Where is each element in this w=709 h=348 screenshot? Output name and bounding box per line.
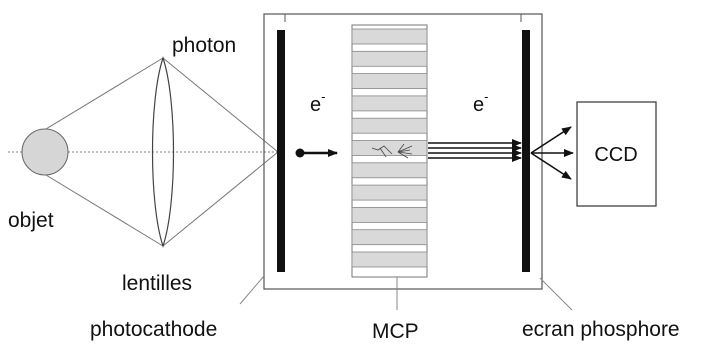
- electron-label-right: e-: [473, 89, 488, 116]
- mcp-channel: [351, 117, 428, 134]
- lentilles-label: lentilles: [122, 272, 192, 295]
- photocathode-leader: [239, 275, 265, 305]
- ray-upper-in: [45, 57, 164, 130]
- photocathode-label: photocathode: [90, 318, 217, 341]
- mcp-channel: [351, 184, 428, 201]
- ray-upper-out: [162, 57, 279, 153]
- fanout-arrow: [530, 152, 572, 180]
- mcp-channel: [351, 95, 428, 112]
- mcp-channel: [351, 162, 428, 179]
- fanout-arrow: [530, 126, 572, 154]
- mcp-channel: [351, 73, 428, 89]
- ccd-label: CCD: [594, 144, 637, 166]
- mcp-channel: [351, 140, 428, 156]
- mcp-channel: [351, 28, 428, 45]
- ecran-leader: [539, 277, 573, 311]
- mcp-channel: [351, 206, 428, 223]
- lens: [151, 56, 175, 248]
- mcp-channel: [351, 50, 428, 67]
- tube-housing: [263, 13, 543, 290]
- ecran-phosphore-label: ecran phosphore: [522, 318, 680, 341]
- electron-cascade: [371, 143, 413, 159]
- mcp-channel: [351, 229, 428, 246]
- mcp-label: MCP: [372, 320, 419, 343]
- ray-lower-out: [162, 151, 279, 247]
- object-circle: [21, 128, 69, 176]
- ccd-box: [576, 101, 657, 207]
- photocathode-plate: [277, 30, 285, 272]
- photon-label: photon: [172, 34, 236, 57]
- photon-fanout: [530, 126, 574, 180]
- mcp-channels: [351, 28, 428, 268]
- phosphor-screen-plate: [522, 30, 530, 272]
- electron-beam: [428, 139, 522, 162]
- electron-label-left: e-: [310, 89, 325, 116]
- mcp-channel: [351, 251, 428, 268]
- ray-lower-in: [45, 174, 164, 247]
- electron-dot: [295, 148, 305, 158]
- objet-label: objet: [8, 209, 54, 232]
